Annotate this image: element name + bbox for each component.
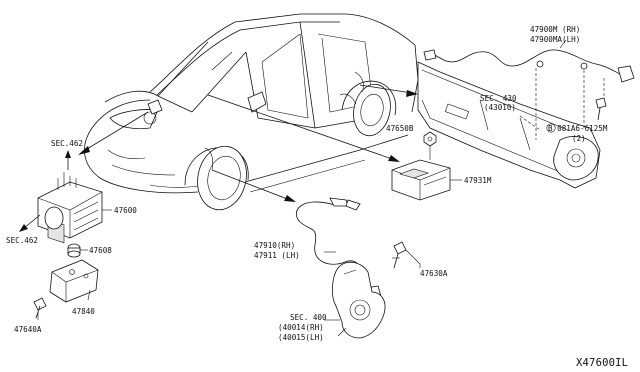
label-47608: 47608 [89, 246, 112, 255]
label-sec462-top: SEC.462 [51, 139, 83, 148]
label-sec462-left: SEC.462 [6, 236, 38, 245]
label-sec400-lh: (40015(LH) [278, 333, 324, 342]
abs-actuator [19, 150, 112, 244]
label-47640A: 47640A [14, 325, 42, 334]
sensor-bolt-47630A [392, 241, 421, 269]
steering-knuckle [324, 261, 386, 339]
rear-wheel-sensor-harness [423, 39, 635, 83]
label-bolt-qty: (2) [572, 134, 586, 143]
abs-location-mark [147, 99, 163, 115]
label-sec400: SEC. 400 [290, 313, 327, 322]
label-47650B: 47650B [386, 124, 414, 133]
rear-leader-lines [519, 68, 605, 140]
yaw-rate-sensor [391, 159, 462, 201]
label-bolt-081A6: B 081A6-6125M [548, 124, 608, 133]
bolt-47640A [33, 297, 47, 320]
label-47840: 47840 [72, 307, 95, 316]
vehicle-body [84, 13, 419, 211]
label-sec430: SEC. 430 [480, 94, 517, 103]
callout-arrows [78, 84, 418, 202]
label-47900MA: 47900MA(LH) [530, 35, 580, 44]
label-47931M: 47931M [464, 176, 492, 185]
rear-axle-beam [417, 61, 601, 189]
nut-47650B [423, 131, 437, 160]
label-47600: 47600 [114, 206, 137, 215]
label-47900M: 47900M (RH) [530, 25, 580, 34]
label-sec400-rh: (40014(RH) [278, 323, 324, 332]
label-47911: 47911 (LH) [254, 251, 300, 260]
diagram-id: X47600IL [576, 357, 628, 369]
bracket-47840 [49, 259, 99, 303]
bolt-081A6 [546, 97, 607, 133]
label-sec430-ref: (43010) [484, 103, 516, 112]
part-labels: SEC.462 SEC.462 47600 47608 47840 47640A… [6, 25, 628, 369]
grommet-47608 [67, 243, 88, 258]
label-47630A: 47630A [420, 269, 448, 278]
label-47910: 47910(RH) [254, 241, 295, 250]
